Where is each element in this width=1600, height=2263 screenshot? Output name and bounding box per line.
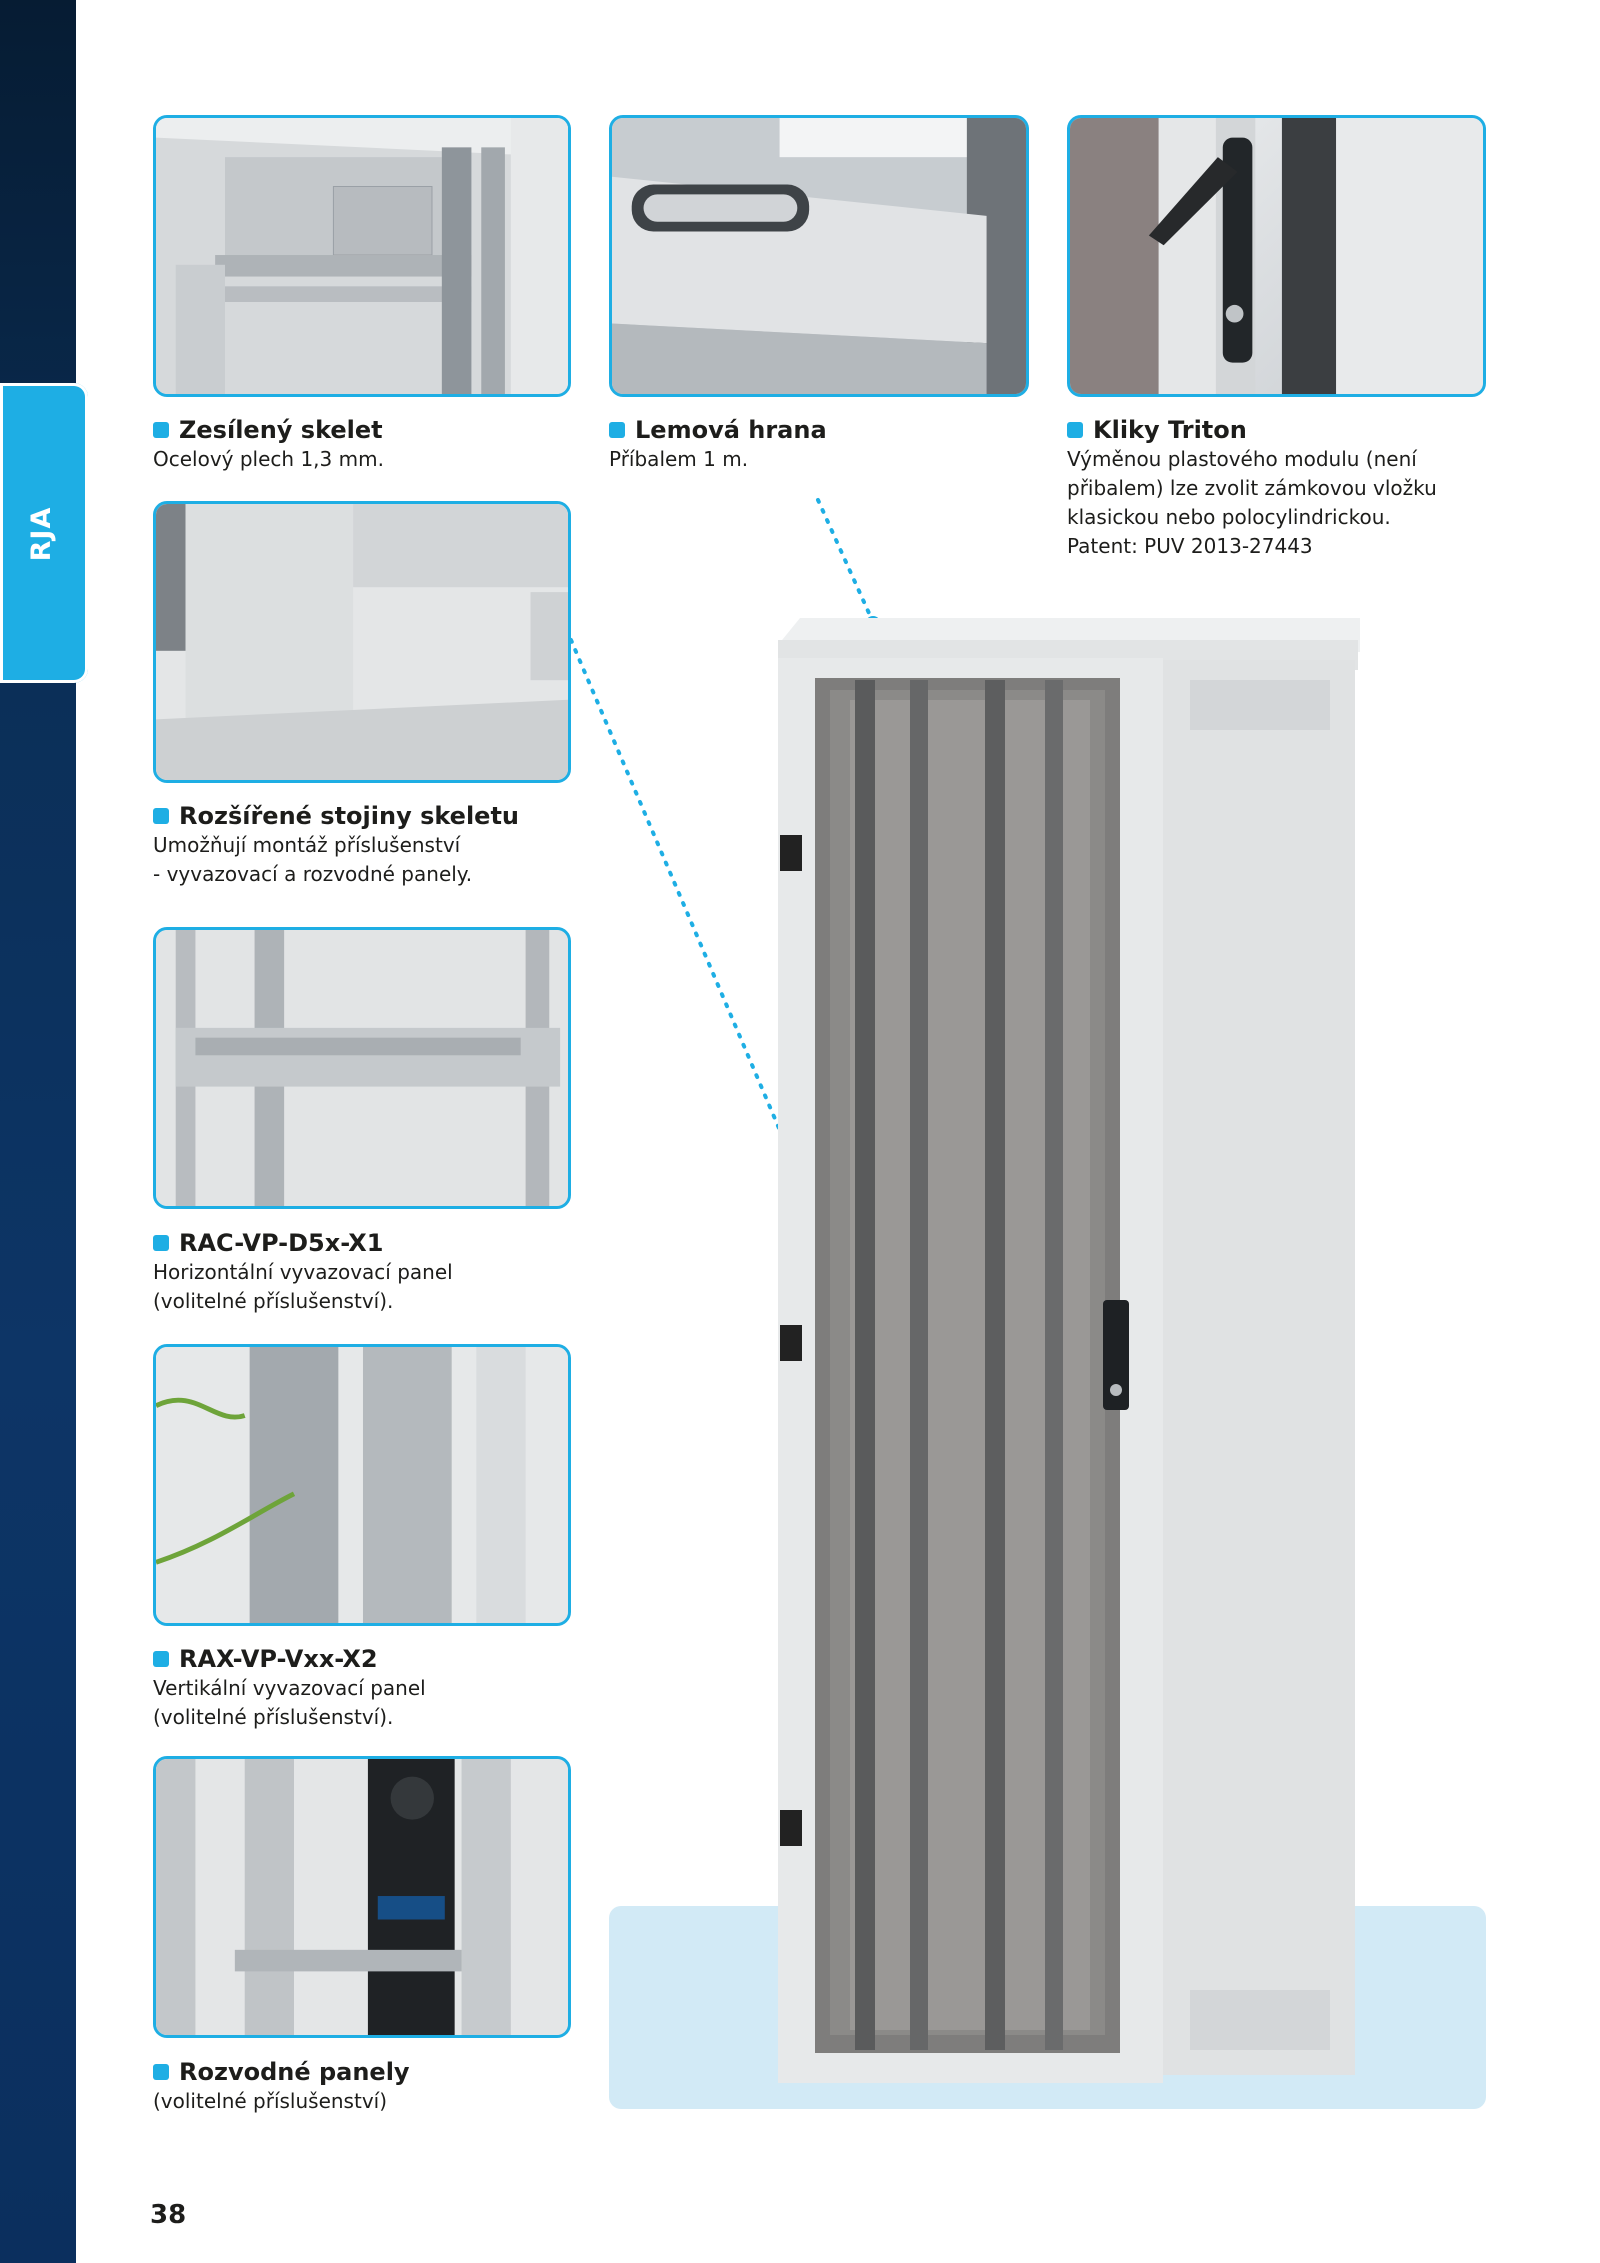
feature-caption-power-strip: Rozvodné panely (volitelné příslušenství… bbox=[153, 2057, 410, 2116]
bullet-square-icon bbox=[153, 1651, 169, 1667]
feature-text: Umožňují montáž příslušenství - vyvazova… bbox=[153, 833, 473, 886]
feature-text: Příbalem 1 m. bbox=[609, 447, 749, 471]
vertical-panel-photo bbox=[153, 1344, 571, 1626]
feature-title: RAX-VP-Vxx-X2 bbox=[179, 1645, 378, 1673]
bullet-square-icon bbox=[153, 1235, 169, 1251]
horizontal-panel-photo bbox=[153, 927, 571, 1209]
bullet-square-icon bbox=[153, 422, 169, 438]
feature-text: Vertikální vyvazovací panel (volitelné p… bbox=[153, 1676, 426, 1729]
reinforced-frame-photo bbox=[153, 115, 571, 397]
feature-title: Kliky Triton bbox=[1093, 416, 1247, 444]
sidebar-band bbox=[0, 0, 76, 2263]
bullet-square-icon bbox=[1067, 422, 1083, 438]
feature-caption-horizontal-panel: RAC-VP-D5x-X1 Horizontální vyvazovací pa… bbox=[153, 1228, 453, 1316]
page-number: 38 bbox=[150, 2200, 187, 2230]
feature-caption-vertical-panel: RAX-VP-Vxx-X2 Vertikální vyvazovací pane… bbox=[153, 1644, 426, 1732]
feature-title: Rozvodné panely bbox=[179, 2058, 410, 2086]
feature-title: RAC-VP-D5x-X1 bbox=[179, 1229, 384, 1257]
feature-title: Lemová hrana bbox=[635, 416, 827, 444]
rack-cabinet-image bbox=[760, 610, 1370, 2085]
feature-text: (volitelné příslušenství) bbox=[153, 2089, 388, 2113]
section-tab[interactable] bbox=[0, 383, 88, 683]
power-strip-photo bbox=[153, 1756, 571, 2038]
bullet-square-icon bbox=[153, 808, 169, 824]
feature-caption-extended-posts: Rozšířené stojiny skeletu Umožňují montá… bbox=[153, 801, 519, 889]
feature-caption-reinforced-frame: Zesílený skelet Ocelový plech 1,3 mm. bbox=[153, 415, 384, 474]
feature-title: Zesílený skelet bbox=[179, 416, 383, 444]
bullet-square-icon bbox=[609, 422, 625, 438]
edge-trim-photo bbox=[609, 115, 1029, 397]
extended-posts-photo bbox=[153, 501, 571, 783]
feature-text: Výměnou plastového modulu (není přibalem… bbox=[1067, 447, 1437, 558]
triton-handle-photo bbox=[1067, 115, 1486, 397]
bullet-square-icon bbox=[153, 2064, 169, 2080]
feature-caption-edge-trim: Lemová hrana Příbalem 1 m. bbox=[609, 415, 827, 474]
feature-text: Horizontální vyvazovací panel (volitelné… bbox=[153, 1260, 453, 1313]
feature-title: Rozšířené stojiny skeletu bbox=[179, 802, 520, 830]
feature-caption-triton-handle: Kliky Triton Výměnou plastového modulu (… bbox=[1067, 415, 1487, 561]
feature-text: Ocelový plech 1,3 mm. bbox=[153, 447, 384, 471]
